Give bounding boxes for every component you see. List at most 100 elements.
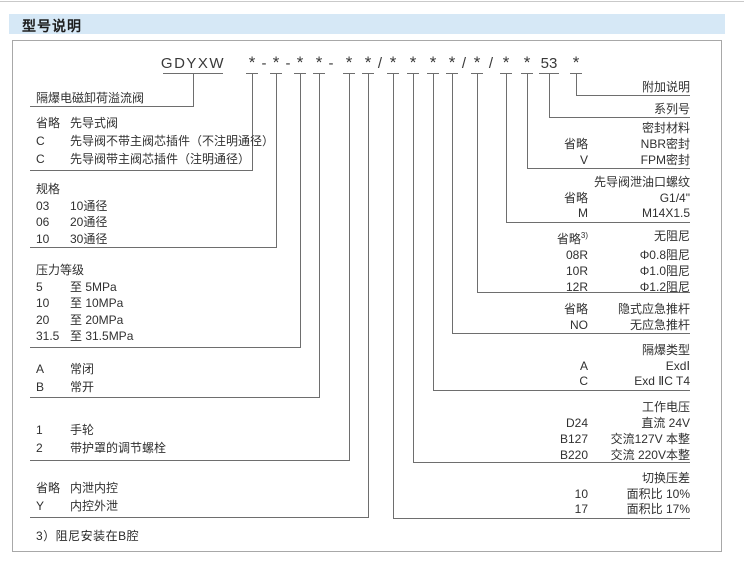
- token-underline: [270, 73, 282, 74]
- model-code-token: /: [461, 55, 467, 72]
- connector-underline: [30, 517, 369, 518]
- connector-vertical: [276, 74, 277, 247]
- code-desc: 交流127V 本整: [610, 432, 690, 446]
- code-value: 省略3): [556, 231, 588, 246]
- code-desc: 常闭: [70, 362, 95, 376]
- model-code-token: *: [409, 53, 417, 72]
- connector-underline: [506, 222, 690, 223]
- model-code-token: GDYXW: [160, 55, 226, 72]
- connector-underline: [576, 95, 690, 96]
- code-row: 省略隐式应急推杆: [564, 301, 690, 317]
- model-code-token: *: [502, 53, 510, 72]
- code-row: 工作电压: [560, 399, 690, 415]
- group-heading: 先导阀泄油口螺纹: [593, 175, 690, 189]
- diagram-panel: [12, 40, 722, 552]
- connector-vertical: [527, 74, 528, 168]
- model-code-token: *: [429, 53, 437, 72]
- code-desc: 先导阀带主阀芯插件（注明通径）: [70, 152, 251, 166]
- connector-vertical: [393, 74, 394, 518]
- token-underline: [387, 73, 399, 74]
- code-value: Y: [36, 499, 45, 513]
- section-header-bar: 型号说明: [9, 14, 725, 34]
- model-code-token: *: [523, 53, 531, 72]
- code-desc: 至 31.5MPa: [70, 329, 134, 343]
- code-desc: 面积比 17%: [626, 502, 690, 516]
- code-desc: ExdⅠ: [665, 358, 690, 373]
- token-underline: [570, 73, 582, 74]
- top-divider: [0, 1, 744, 2]
- code-desc: 至 10MPa: [70, 296, 124, 310]
- code-value: 10R: [565, 264, 588, 278]
- group-series-number: 系列号: [654, 102, 690, 117]
- code-desc: 至 5MPa: [70, 279, 117, 294]
- connector-underline: [30, 397, 320, 398]
- model-code-token: *: [448, 53, 456, 72]
- code-row: B127 交流127V 本整: [560, 431, 690, 447]
- footnote-marker: 3): [580, 231, 588, 240]
- connector-vertical: [349, 74, 350, 460]
- model-code-token: /: [488, 55, 494, 72]
- code-desc: 手轮: [70, 423, 95, 437]
- code-value: D24: [565, 416, 588, 430]
- connector-vertical: [506, 74, 507, 222]
- footnote-text: 3）阻尼安装在B腔: [36, 529, 140, 543]
- code-desc: 内控外泄: [70, 499, 119, 513]
- code-value: 20: [36, 312, 50, 327]
- code-value: 06: [36, 215, 50, 229]
- code-row: 切换压差: [575, 471, 690, 487]
- code-value: 省略: [563, 137, 588, 151]
- token-underline: [471, 73, 483, 74]
- code-row: 5 至 5MPa: [36, 279, 133, 296]
- group-additional-note: 附加说明: [642, 80, 690, 95]
- model-code-token: *: [345, 53, 353, 72]
- code-value: 31.5: [36, 329, 60, 343]
- code-value: B127: [559, 432, 588, 446]
- group-heading: 密封材料: [641, 121, 690, 135]
- token-underline: [539, 73, 559, 74]
- code-value: 5: [36, 279, 43, 294]
- code-row: 31.5 至 31.5MPa: [36, 328, 133, 345]
- code-value: A: [579, 358, 588, 373]
- token-underline: [521, 73, 533, 74]
- connector-underline: [30, 170, 253, 171]
- connector-underline: [30, 247, 277, 248]
- code-desc: 无阻尼: [653, 229, 690, 243]
- group-drain-control: 省略内泄内控 Y 内控外泄: [36, 479, 118, 515]
- connector-underline: [393, 518, 690, 519]
- code-row: 省略内泄内控: [36, 479, 118, 497]
- code-desc: 隐式应急推杆: [617, 302, 690, 316]
- code-row: 密封材料: [564, 120, 690, 136]
- code-value: 03: [36, 198, 50, 213]
- connector-vertical: [252, 74, 253, 170]
- code-row: 附加说明: [642, 80, 690, 95]
- model-code-token: *: [473, 53, 481, 72]
- model-code-token: *: [315, 53, 323, 72]
- connector-underline: [413, 462, 690, 463]
- code-value: NO: [570, 318, 588, 332]
- code-value: B220: [559, 448, 588, 462]
- code-row: A ExdⅠ: [579, 359, 690, 375]
- group-heading: 附加说明: [641, 80, 690, 94]
- code-value: 省略: [563, 190, 588, 205]
- code-desc: 30通径: [70, 231, 108, 246]
- model-code-token: -: [328, 55, 334, 72]
